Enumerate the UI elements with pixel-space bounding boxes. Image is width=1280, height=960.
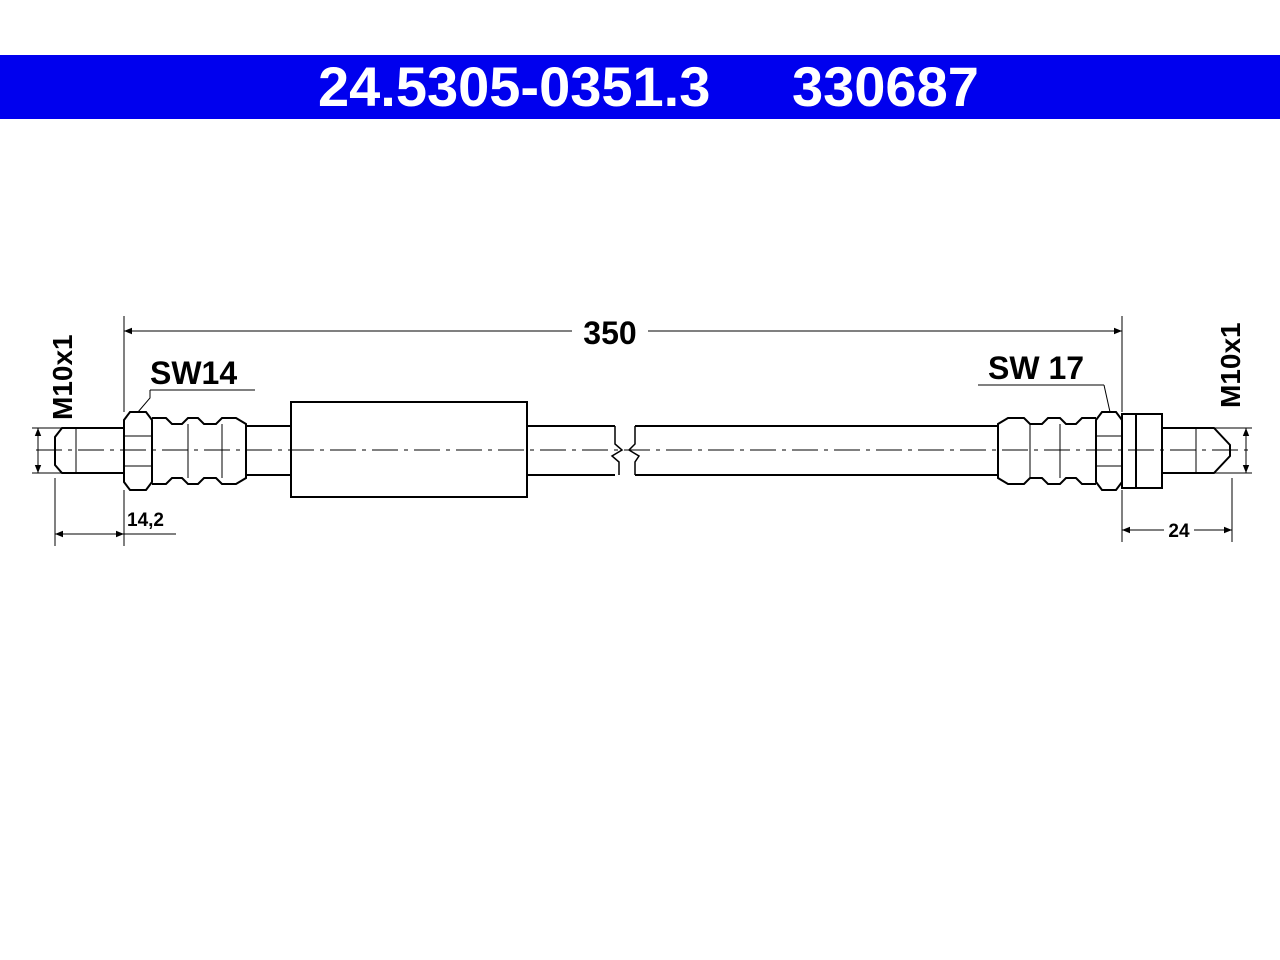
title-bar: 24.5305-0351.3 330687 [0,55,1280,119]
break-mark-left [610,426,624,475]
right-wrench-label: SW 17 [988,350,1084,386]
left-thread-label: M10x1 [47,334,78,420]
left-hex-nut [123,411,153,491]
right-hex-nut [1095,411,1123,491]
right-crimp-fitting [997,417,1096,485]
right-collar [1121,413,1137,489]
part-number: 24.5305-0351.3 [318,55,711,118]
left-thread-end [54,427,124,474]
break-mark-right [627,426,641,475]
reference-number: 330687 [792,55,979,118]
right-fitting-label: 24 [1168,521,1190,542]
length-label: 350 [583,315,636,351]
left-crimp-fitting [152,417,247,485]
right-thread-label: M10x1 [1215,322,1246,408]
left-fitting-label: 14,2 [127,510,164,531]
left-wrench-label: SW14 [150,355,237,391]
